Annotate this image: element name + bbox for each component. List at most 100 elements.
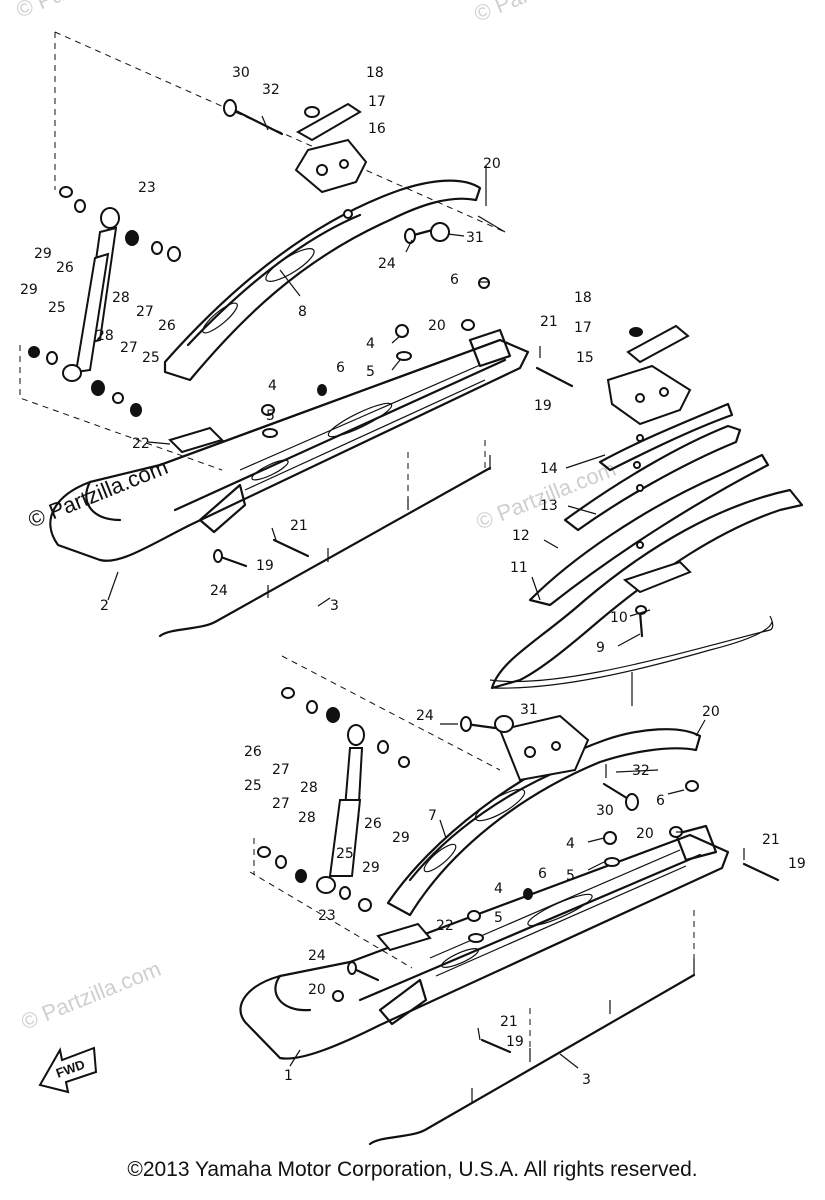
callout-label: 19 (534, 398, 552, 414)
callout-label: 29 (34, 246, 52, 262)
callout-label: 28 (96, 328, 114, 344)
callout-label: 5 (266, 408, 275, 424)
callout-label: 21 (762, 832, 780, 848)
callout-label: 4 (366, 336, 375, 352)
callout-label: 27 (272, 762, 290, 778)
bolt-30-top (223, 99, 284, 136)
callout-label: 8 (298, 304, 307, 320)
callout-label: 14 (540, 461, 558, 477)
fwd-arrow-icon: FWD (38, 1046, 98, 1094)
callout-label: 19 (256, 558, 274, 574)
ski-1 (239, 824, 730, 1060)
runner-3-bottom (368, 958, 696, 1146)
runner-3-top (158, 455, 492, 638)
leader-lines (107, 166, 706, 1069)
callout-label: 5 (566, 868, 575, 884)
callout-label: 31 (466, 230, 484, 246)
callout-label: 28 (300, 780, 318, 796)
callout-label: 15 (576, 350, 594, 366)
shock-absorber-top (62, 207, 120, 382)
callout-label: 3 (582, 1072, 591, 1088)
watermark: © Partzilla.com (25, 454, 172, 533)
callout-label: 24 (308, 948, 326, 964)
callout-label: 4 (268, 378, 277, 394)
callout-label: 1 (284, 1068, 293, 1084)
callout-label: 26 (158, 318, 176, 334)
callout-label: 4 (494, 881, 503, 897)
callout-label: 20 (702, 704, 720, 720)
callout-label: 27 (136, 304, 154, 320)
callout-label: 27 (120, 340, 138, 356)
callout-label: 6 (656, 793, 665, 809)
callout-label: 32 (262, 82, 280, 98)
callout-label: 17 (368, 94, 386, 110)
leaf-spring-stack (490, 402, 804, 690)
callout-label: 5 (366, 364, 375, 380)
callout-label: 2 (100, 598, 109, 614)
callout-label: 25 (336, 846, 354, 862)
shock-absorber-bottom (316, 724, 365, 894)
detail-frame (489, 615, 774, 706)
bolt-30-bottom (602, 764, 639, 811)
callout-label: 29 (20, 282, 38, 298)
bracket-15 (606, 324, 692, 426)
callout-label: 10 (610, 610, 628, 626)
callout-label: 21 (500, 1014, 518, 1030)
callout-label: 31 (520, 702, 538, 718)
shock-hardware-bottom (257, 687, 410, 912)
callout-label: 6 (336, 360, 345, 376)
callout-label: 9 (596, 640, 605, 656)
callout-label: 29 (392, 830, 410, 846)
callout-label: 18 (366, 65, 384, 81)
watermark: © Partzilla.com (13, 0, 160, 23)
bracket-22-top (168, 426, 224, 454)
callout-label: 26 (244, 744, 262, 760)
callout-labels: 30 32 18 17 16 20 23 29 26 31 24 28 27 2… (20, 65, 806, 1088)
callout-label: 25 (48, 300, 66, 316)
callout-label: 21 (540, 314, 558, 330)
callout-label: 3 (330, 598, 339, 614)
bracket-16-top (294, 138, 368, 194)
callout-label: 23 (318, 908, 336, 924)
callout-label: 20 (483, 156, 501, 172)
callout-label: 21 (290, 518, 308, 534)
callout-label: 20 (428, 318, 446, 334)
spring-arm-8 (163, 179, 482, 382)
bracket-22-bottom (376, 922, 432, 952)
callout-label: 26 (56, 260, 74, 276)
bracket-bottom (494, 714, 590, 782)
callout-label: 22 (436, 918, 454, 934)
callout-label: 22 (132, 436, 150, 452)
callout-label: 24 (210, 583, 228, 599)
callout-label: 26 (364, 816, 382, 832)
wear-plate-10 (622, 560, 692, 638)
callout-label: 20 (308, 982, 326, 998)
callout-label: 32 (632, 763, 650, 779)
callout-label: 17 (574, 320, 592, 336)
callout-label: 25 (244, 778, 262, 794)
callout-label: 19 (506, 1034, 524, 1050)
callout-label: 29 (362, 860, 380, 876)
callout-label: 13 (540, 498, 558, 514)
callout-label: 28 (298, 810, 316, 826)
bolt-24-bottom-upper (460, 716, 497, 732)
shock-hardware-top (28, 186, 181, 417)
callout-label: 24 (416, 708, 434, 724)
watermark: © Partzilla.com (471, 0, 618, 27)
callout-label: 6 (538, 866, 547, 882)
ski-1-hardware (332, 780, 780, 1054)
callout-label: 16 (368, 121, 386, 137)
callout-label: 23 (138, 180, 156, 196)
callout-label: 24 (378, 256, 396, 272)
ski-2-hardware (213, 277, 574, 568)
callout-label: 7 (428, 808, 437, 824)
callout-label: 19 (788, 856, 806, 872)
plate-17-top (295, 102, 362, 142)
callout-label: 20 (636, 826, 654, 842)
callout-label: 25 (142, 350, 160, 366)
watermark: © Partzilla.com (18, 956, 165, 1035)
callout-label: 6 (450, 272, 459, 288)
callout-label: 18 (574, 290, 592, 306)
copyright-notice: ©2013 Yamaha Motor Corporation, U.S.A. A… (127, 1158, 698, 1181)
